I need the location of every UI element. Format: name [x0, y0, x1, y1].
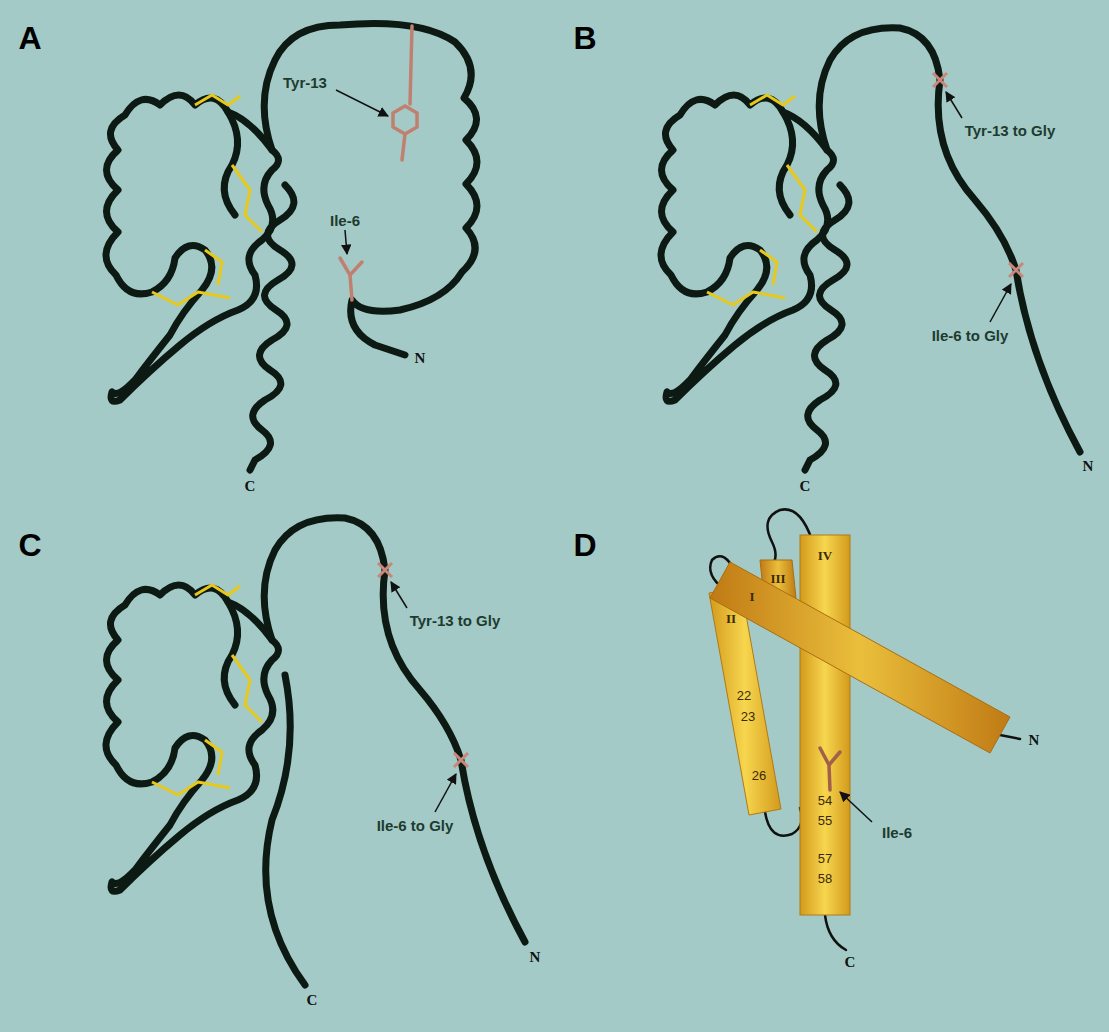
helix-number: I: [749, 589, 754, 605]
terminus-label: C: [845, 954, 856, 971]
panel-letter: A: [18, 20, 41, 57]
helix-number: IV: [818, 548, 832, 564]
residue-number: 26: [752, 768, 766, 783]
mutation-label: Ile-6 to Gly: [932, 327, 1009, 344]
residue-number: 58: [818, 871, 832, 886]
panel-letter: B: [573, 20, 596, 57]
mutation-label: Tyr-13 to Gly: [410, 612, 501, 629]
terminus-label: C: [800, 478, 811, 495]
residue-label: Ile-6: [330, 212, 360, 229]
terminus-label: N: [1029, 732, 1040, 749]
helix-number: III: [770, 571, 785, 587]
residue-number: 55: [818, 813, 832, 828]
residue-number: 22: [737, 688, 751, 703]
terminus-label: N: [530, 949, 541, 966]
panel-letter: C: [18, 527, 41, 564]
mutation-label: Ile-6 to Gly: [377, 817, 454, 834]
mutation-label: Tyr-13 to Gly: [965, 122, 1056, 139]
terminus-label: N: [1083, 458, 1094, 475]
terminus-label: C: [245, 478, 256, 495]
residue-number: 54: [818, 793, 832, 808]
residue-label: Tyr-13: [283, 74, 327, 91]
residue-number: 23: [741, 709, 755, 724]
residue-label: Ile-6: [882, 824, 912, 841]
terminus-label: C: [307, 992, 318, 1009]
helix-number: II: [726, 611, 736, 627]
terminus-label: N: [415, 350, 426, 367]
residue-number: 57: [818, 851, 832, 866]
panel-letter: D: [573, 527, 596, 564]
